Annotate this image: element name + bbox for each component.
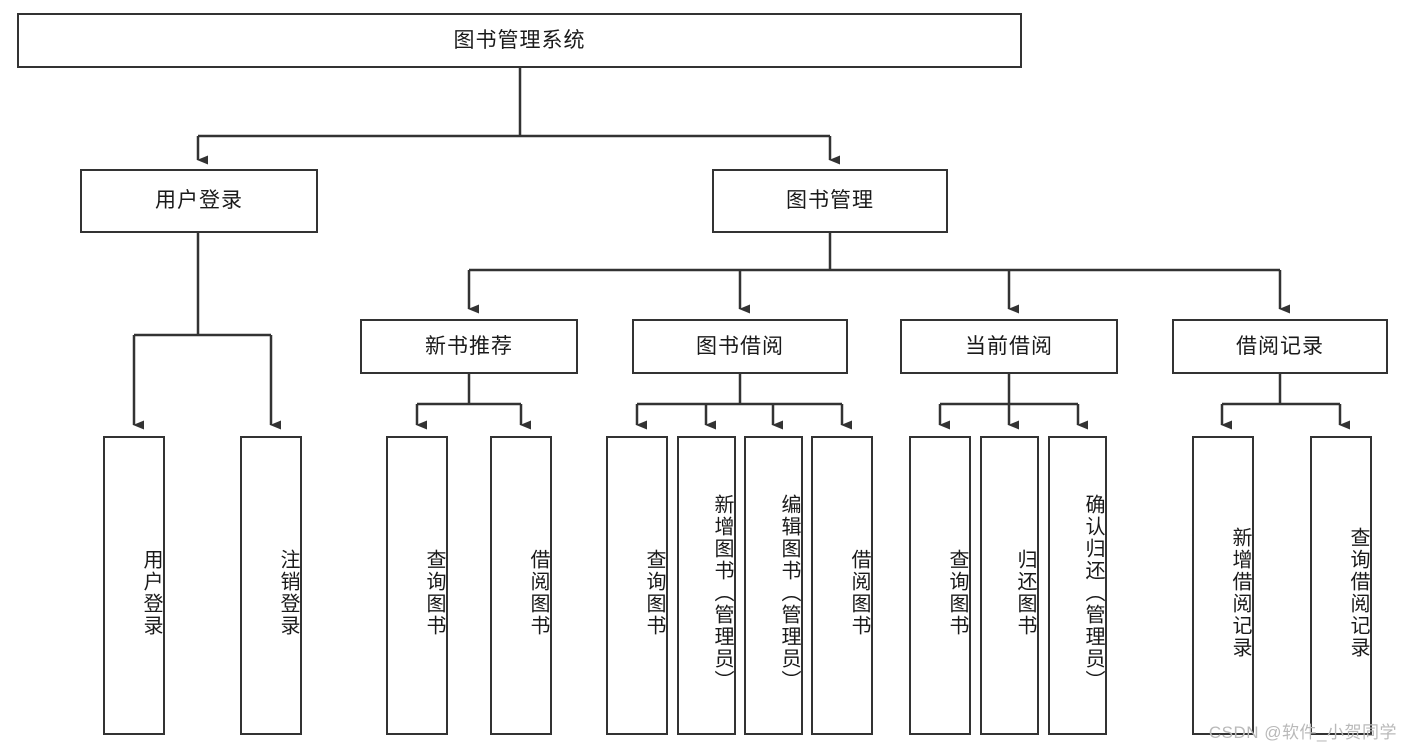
node-label: 编辑图书（管理员）: [778, 493, 800, 692]
leaf-borrow-edit-book-admin[interactable]: 编辑图书（管理员）: [744, 436, 803, 735]
node-borrow-record[interactable]: 借阅记录: [1172, 319, 1388, 374]
node-label: 归还图书: [1014, 548, 1036, 637]
node-label: 图书借阅: [696, 334, 784, 358]
leaf-current-query-book[interactable]: 查询图书: [909, 436, 971, 735]
leaf-user-login-login[interactable]: 用户登录: [103, 436, 165, 735]
node-label: 查询图书: [423, 548, 445, 637]
node-label: 注销登录: [277, 548, 299, 637]
node-current-borrow[interactable]: 当前借阅: [900, 319, 1118, 374]
node-label: 新增图书（管理员）: [711, 493, 733, 692]
leaf-new-book-borrow-book[interactable]: 借阅图书: [490, 436, 552, 735]
leaf-user-login-logout[interactable]: 注销登录: [240, 436, 302, 735]
node-user-login[interactable]: 用户登录: [80, 169, 318, 233]
node-label: 借阅图书: [848, 548, 870, 637]
leaf-record-query-record[interactable]: 查询借阅记录: [1310, 436, 1372, 735]
node-label: 查询借阅记录: [1347, 526, 1369, 659]
leaf-current-return-book[interactable]: 归还图书: [980, 436, 1039, 735]
node-root-book-management-system[interactable]: 图书管理系统: [17, 13, 1022, 68]
node-book-management[interactable]: 图书管理: [712, 169, 948, 233]
node-book-borrow[interactable]: 图书借阅: [632, 319, 848, 374]
leaf-borrow-add-book-admin[interactable]: 新增图书（管理员）: [677, 436, 736, 735]
leaf-record-add-record[interactable]: 新增借阅记录: [1192, 436, 1254, 735]
node-label: 新书推荐: [425, 334, 513, 358]
leaf-new-book-query-book[interactable]: 查询图书: [386, 436, 448, 735]
node-label: 用户登录: [140, 548, 162, 637]
node-new-book-recommend[interactable]: 新书推荐: [360, 319, 578, 374]
leaf-current-confirm-return-admin[interactable]: 确认归还（管理员）: [1048, 436, 1107, 735]
node-label: 查询图书: [946, 548, 968, 637]
node-label: 借阅记录: [1236, 334, 1324, 358]
node-label: 当前借阅: [965, 334, 1053, 358]
node-label: 新增借阅记录: [1229, 526, 1251, 659]
leaf-borrow-borrow-book[interactable]: 借阅图书: [811, 436, 873, 735]
node-label: 查询图书: [643, 548, 665, 637]
node-label: 确认归还（管理员）: [1082, 493, 1104, 692]
node-label: 图书管理系统: [453, 28, 586, 52]
watermark-text: CSDN @软件_小贺同学: [1208, 723, 1397, 742]
leaf-borrow-query-book[interactable]: 查询图书: [606, 436, 668, 735]
node-label: 用户登录: [155, 189, 243, 213]
node-label: 借阅图书: [527, 548, 549, 637]
node-label: 图书管理: [786, 189, 874, 213]
